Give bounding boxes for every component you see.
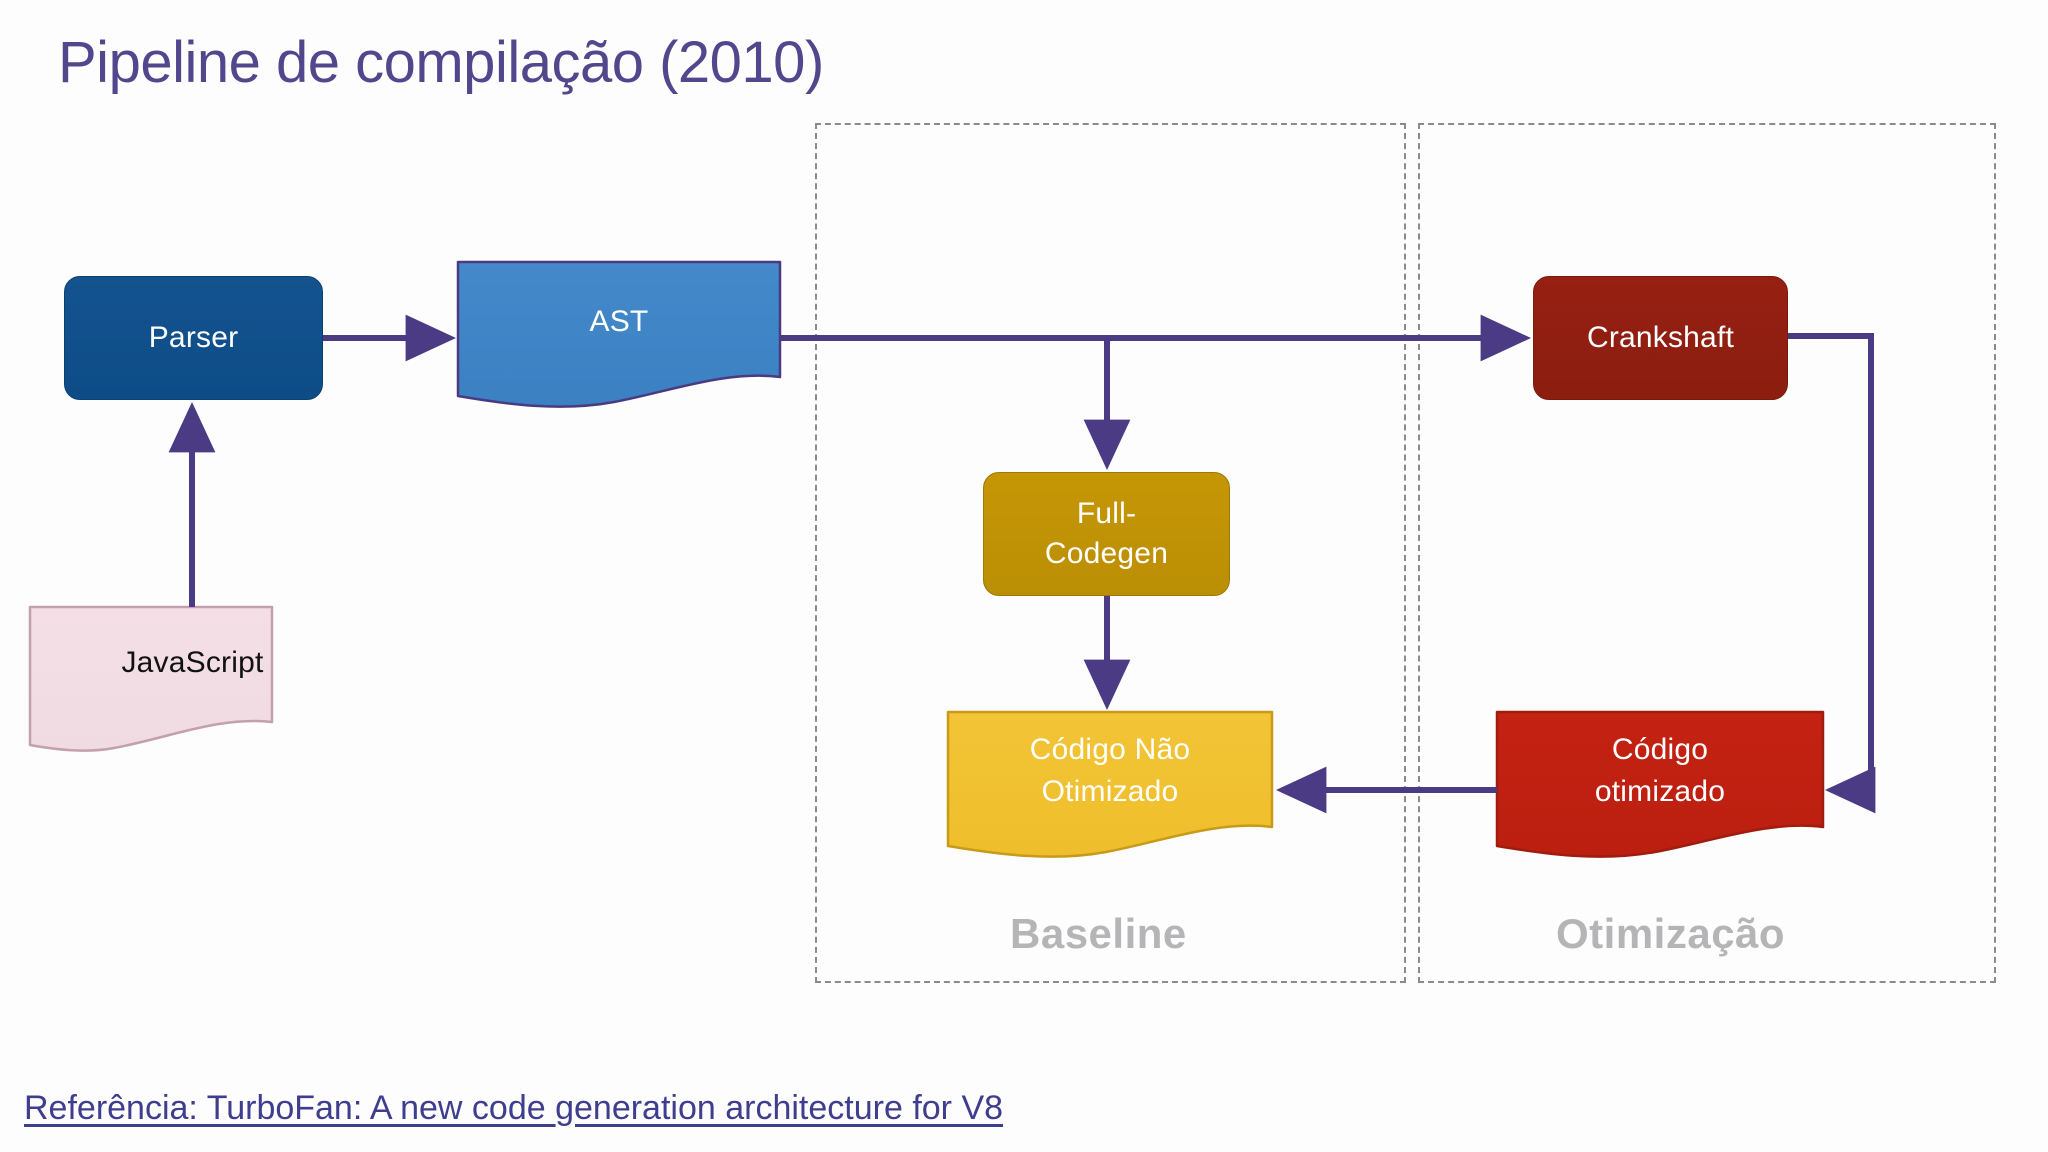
group-box-otimizacao: [1418, 123, 1996, 983]
node-crankshaft-label: Crankshaft: [1586, 321, 1735, 354]
group-box-baseline: [815, 123, 1406, 983]
node-full-codegen-line2: Codegen: [1044, 537, 1169, 570]
node-full-codegen-label: Full- Codegen: [1045, 494, 1168, 574]
group-label-otimizacao: Otimização: [1556, 910, 1786, 957]
node-javascript: JavaScript: [30, 600, 355, 726]
node-javascript-label: JavaScript: [121, 646, 264, 679]
node-ast: AST: [458, 262, 780, 382]
node-ast-label: AST: [589, 305, 649, 338]
node-crankshaft[interactable]: Crankshaft: [1533, 276, 1788, 400]
shape-ast: [456, 260, 782, 408]
node-full-codegen-line1: Full-: [1076, 497, 1137, 530]
node-full-codegen[interactable]: Full- Codegen: [983, 472, 1230, 596]
shape-javascript: [28, 605, 274, 752]
node-parser[interactable]: Parser: [64, 276, 323, 400]
reference-link[interactable]: Referência: TurboFan: A new code generat…: [24, 1089, 1004, 1127]
group-label-baseline: Baseline: [1010, 910, 1187, 957]
page-title: Pipeline de compilação (2010): [58, 30, 824, 95]
node-parser-label: Parser: [148, 321, 239, 354]
